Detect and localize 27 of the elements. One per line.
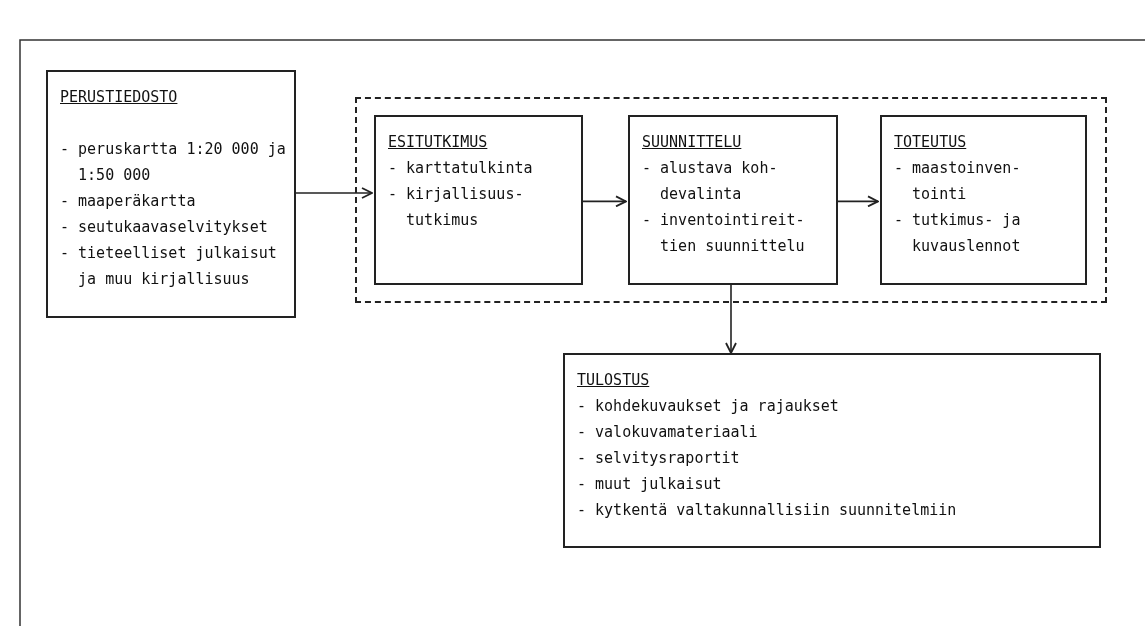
list-item: - peruskartta 1:20 000 ja 1:50 000 [60, 139, 286, 186]
process-box [880, 115, 1087, 285]
list-item: - alustava koh- devalinta [642, 158, 779, 205]
box-heading: TOTEUTUS [894, 132, 967, 153]
list-item: - inventointireit- tien suunnittelu [642, 210, 806, 257]
dashed-group-frame [355, 97, 1107, 303]
list-item: - kirjallisuus- tutkimus [388, 184, 525, 231]
list-item: - tieteelliset julkaisut ja muu kirjallisuus [60, 243, 278, 290]
box-heading: SUUNNITTELU [642, 132, 742, 153]
list-item: - selvitysraportit [577, 448, 741, 469]
list-item: - karttatulkinta [388, 158, 534, 179]
box-heading: ESITUTKIMUS [388, 132, 488, 153]
list-item: - maastoinven- tointi [894, 158, 1022, 205]
arrow [295, 187, 373, 199]
process-box [563, 353, 1101, 548]
list-item: - maaperäkartta [60, 191, 197, 212]
box-heading: TULOSTUS [577, 370, 650, 391]
process-box [628, 115, 838, 285]
process-box [46, 70, 296, 318]
list-item: - muut julkaisut [577, 474, 723, 495]
list-item: - kytkentä valtakunnallisiin suunnitelmiin [577, 500, 958, 521]
process-box [374, 115, 583, 285]
list-item: - seutukaavaselvitykset [60, 217, 269, 238]
list-item: - kohdekuvaukset ja rajaukset [577, 396, 840, 417]
box-heading: PERUSTIEDOSTO [60, 87, 178, 108]
list-item: - valokuvamateriaali [577, 422, 759, 443]
list-item: - tutkimus- ja kuvauslennot [894, 210, 1022, 257]
